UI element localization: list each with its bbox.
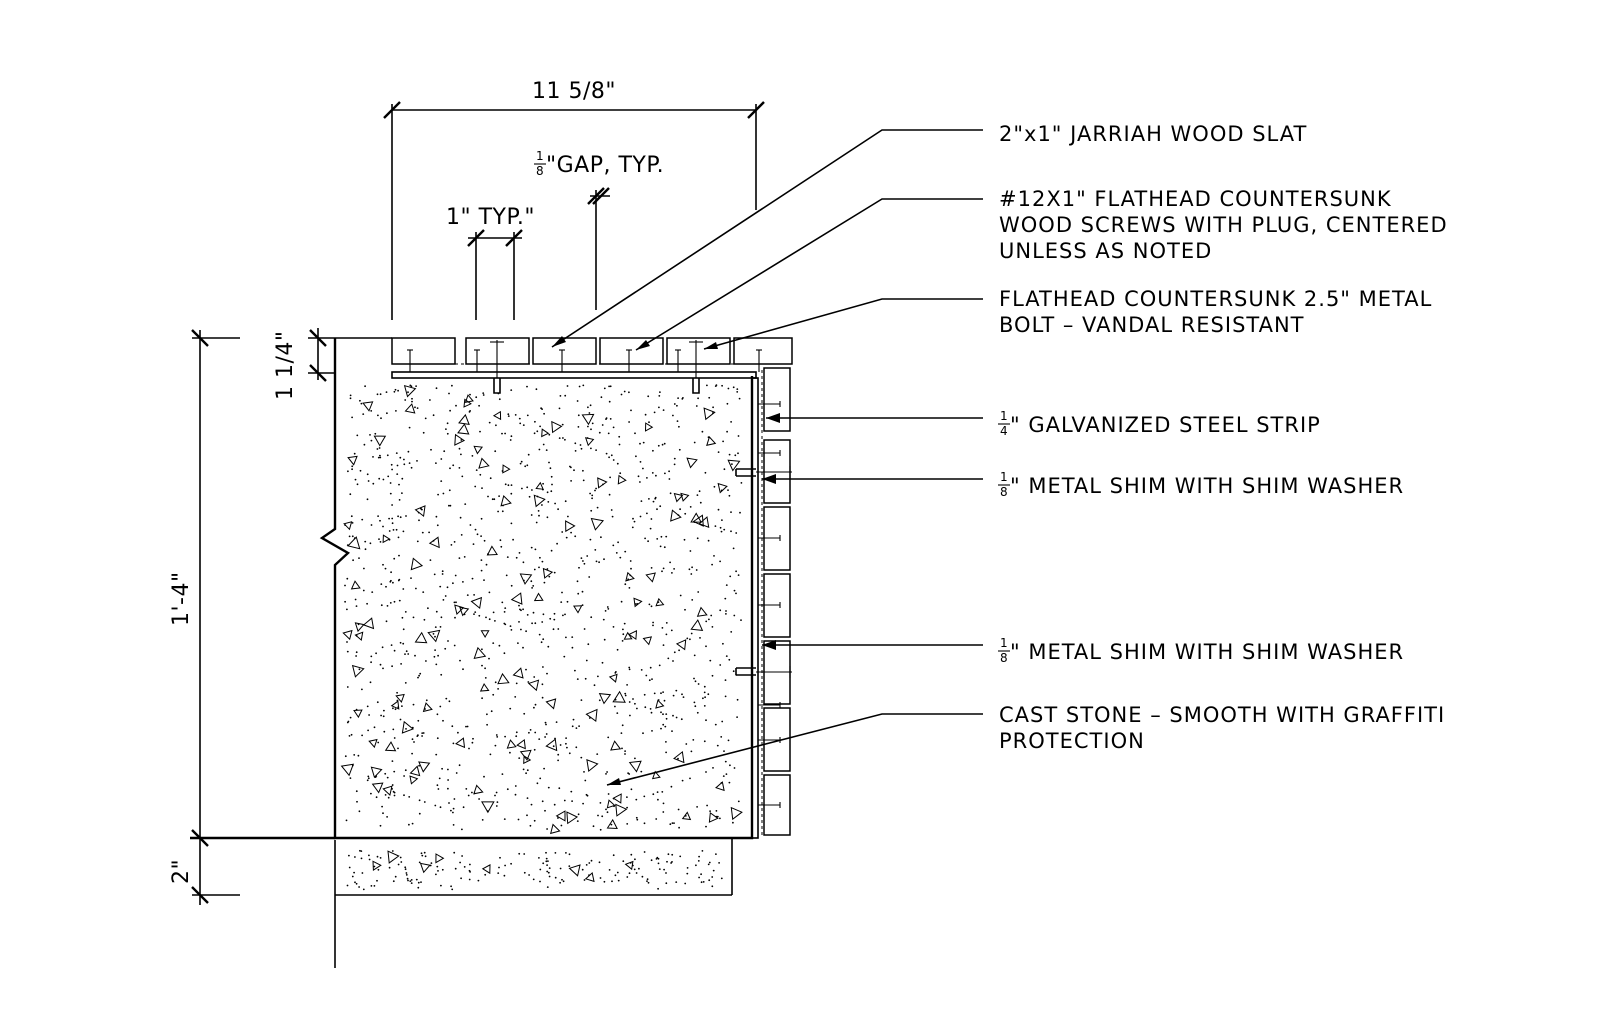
cast-stone-wall xyxy=(319,337,754,840)
callout-screws-line1: #12X1" FLATHEAD COUNTERSUNK xyxy=(999,187,1392,211)
shim1-fraction-num: 1 xyxy=(1000,470,1008,484)
callout-screws-line2: WOOD SCREWS WITH PLUG, CENTERED xyxy=(999,213,1448,237)
top-wood-slat xyxy=(733,337,793,365)
callout-wood-slat: 2"x1" JARRIAH WOOD SLAT xyxy=(999,122,1307,146)
side-slat-assembly xyxy=(735,367,792,839)
dimension-wall-height: 1'-4" xyxy=(169,329,335,905)
gap-label: "GAP, TYP. xyxy=(546,153,664,178)
top-wood-slat xyxy=(391,337,456,365)
callout-steel-strip: 1 4 " GALVANIZED STEEL STRIP xyxy=(998,409,1321,438)
callout-bolt: FLATHEAD COUNTERSUNK 2.5" METAL BOLT – V… xyxy=(999,287,1432,337)
slat-typ-label: 1" TYP." xyxy=(446,205,535,230)
callout-bolt-line1: FLATHEAD COUNTERSUNK 2.5" METAL xyxy=(999,287,1432,311)
dimension-base-height: 2" xyxy=(169,859,240,904)
strip-fraction-num: 1 xyxy=(1000,409,1008,423)
stone-texture xyxy=(340,384,743,835)
callout-cast-stone-line1: CAST STONE – SMOOTH WITH GRAFFITI xyxy=(999,703,1445,727)
leader-lines xyxy=(551,129,983,786)
strip-fraction-den: 4 xyxy=(1000,424,1008,438)
callout-shim-1: 1 8 " METAL SHIM WITH SHIM WASHER xyxy=(998,470,1404,499)
shim2-fraction-den: 8 xyxy=(1000,651,1008,665)
shim2-fraction-num: 1 xyxy=(1000,636,1008,650)
callout-steel-strip-text: " GALVANIZED STEEL STRIP xyxy=(1010,413,1321,437)
dimension-gap: 1 8 "GAP, TYP. xyxy=(534,149,664,310)
callout-cast-stone-line2: PROTECTION xyxy=(999,729,1145,753)
callout-bolt-line2: BOLT – VANDAL RESISTANT xyxy=(999,313,1305,337)
dimension-slat-typ: 1" TYP." xyxy=(446,205,535,320)
top-wood-slat xyxy=(599,337,664,365)
callout-shim-2-text: " METAL SHIM WITH SHIM WASHER xyxy=(1010,640,1404,664)
callout-screws-line3: UNLESS AS NOTED xyxy=(999,239,1212,263)
width-top-label: 11 5/8" xyxy=(532,79,616,104)
gap-fraction-num: 1 xyxy=(536,149,544,163)
callout-screws: #12X1" FLATHEAD COUNTERSUNK WOOD SCREWS … xyxy=(999,187,1448,263)
top-slat-assembly xyxy=(391,337,793,394)
callout-shim-2: 1 8 " METAL SHIM WITH SHIM WASHER xyxy=(998,636,1404,665)
callout-wood-slat-text: 2"x1" JARRIAH WOOD SLAT xyxy=(999,122,1307,146)
base-height-label: 2" xyxy=(169,859,194,884)
dimension-width-top: 11 5/8" xyxy=(383,79,765,320)
shim1-fraction-den: 8 xyxy=(1000,485,1008,499)
gap-fraction-den: 8 xyxy=(536,164,544,178)
callout-cast-stone: CAST STONE – SMOOTH WITH GRAFFITI PROTEC… xyxy=(999,703,1445,753)
wall-height-label: 1'-4" xyxy=(169,571,194,626)
base-slab xyxy=(334,838,733,968)
callout-shim-1-text: " METAL SHIM WITH SHIM WASHER xyxy=(1010,474,1404,498)
cap-height-label: 1 1/4" xyxy=(273,330,298,400)
dimension-cap-height: 1 1/4" xyxy=(273,328,335,400)
